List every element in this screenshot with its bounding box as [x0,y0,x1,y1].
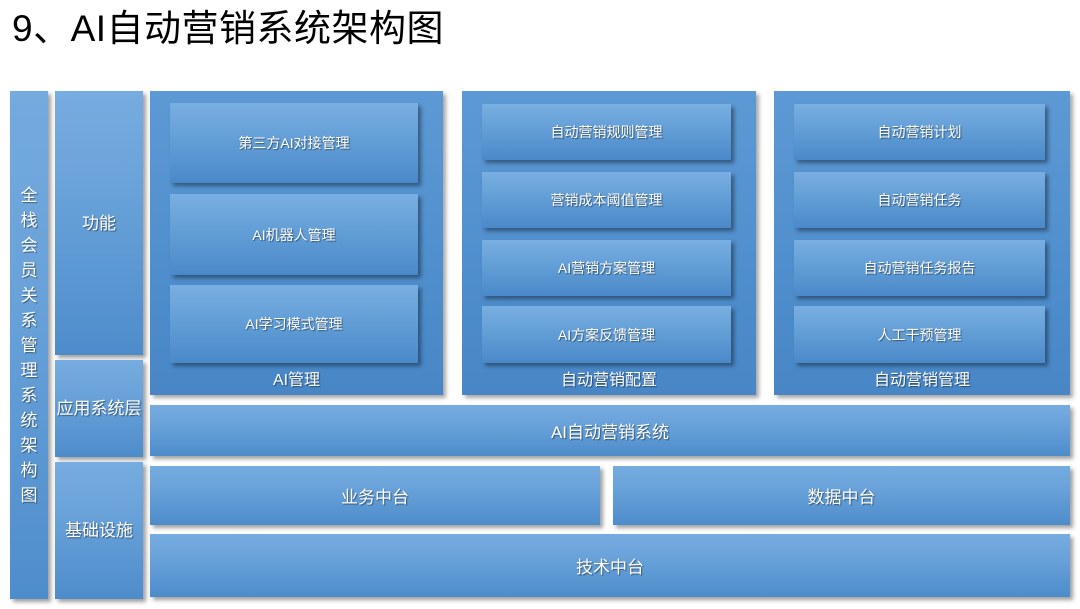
group-auto-marketing-config: 自动营销规则管理 营销成本阈值管理 AI营销方案管理 AI方案反馈管理 自动营销… [462,91,756,395]
page-title: 9、AI自动营销系统架构图 [12,8,445,49]
spine-char: 管 [20,335,38,355]
group-label-auto-marketing-management: 自动营销管理 [873,372,970,389]
bar-business-middle-platform[interactable]: 业务中台 [150,466,600,525]
group-label-auto-marketing-config: 自动营销配置 [560,372,657,389]
diagram-spine-label: 全 栈 会 员 关 系 管 理 系 统 架 构 图 [10,91,48,599]
spine-char: 会 [20,235,38,255]
spine-char: 全 [20,185,38,205]
bar-tech-middle-platform[interactable]: 技术中台 [150,534,1070,597]
module-tile[interactable]: AI机器人管理 [170,194,418,275]
module-tile[interactable]: 第三方AI对接管理 [170,103,418,183]
spine-char: 架 [20,435,38,455]
module-tile[interactable]: 自动营销规则管理 [482,104,731,160]
spine-char: 关 [20,285,38,305]
layer-label-application: 应用系统层 [55,360,143,457]
spine-char: 系 [20,310,38,330]
module-tile[interactable]: 人工干预管理 [794,306,1045,363]
layer-label-infrastructure: 基础设施 [55,462,143,599]
layer-label-function: 功能 [55,91,143,355]
bar-ai-auto-marketing-system[interactable]: AI自动营销系统 [150,405,1070,456]
module-tile[interactable]: 自动营销任务报告 [794,240,1045,296]
module-tile[interactable]: 自动营销任务 [794,172,1045,228]
group-auto-marketing-management: 自动营销计划 自动营销任务 自动营销任务报告 人工干预管理 自动营销管理 [774,91,1070,395]
spine-char: 系 [20,385,38,405]
spine-char: 员 [20,260,38,280]
group-ai-management: 第三方AI对接管理 AI机器人管理 AI学习模式管理 AI管理 [150,91,443,395]
module-tile[interactable]: 营销成本阈值管理 [482,172,731,228]
bar-data-middle-platform[interactable]: 数据中台 [613,466,1070,525]
module-tile[interactable]: 自动营销计划 [794,104,1045,160]
group-label-ai-management: AI管理 [272,372,321,389]
spine-char: 理 [20,360,38,380]
spine-char: 统 [20,410,38,430]
spine-char: 栈 [20,210,38,230]
module-tile[interactable]: AI方案反馈管理 [482,306,731,363]
spine-char: 图 [20,485,38,505]
module-tile[interactable]: AI营销方案管理 [482,240,731,296]
spine-char: 构 [20,460,38,480]
module-tile[interactable]: AI学习模式管理 [170,285,418,363]
